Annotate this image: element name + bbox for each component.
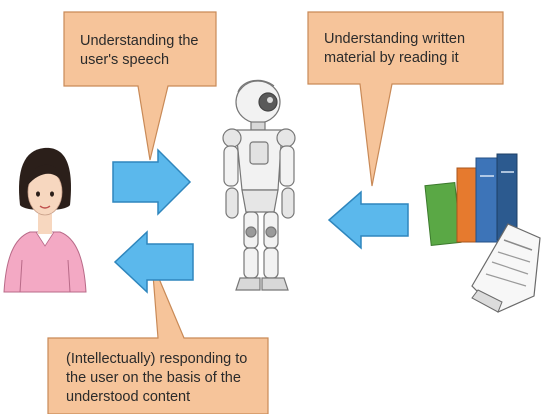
arrow-speech-to-robot [112, 148, 192, 216]
arrow-robot-to-user [113, 230, 194, 294]
reading-callout-line: material by reading it [324, 50, 459, 66]
callout-speech [63, 11, 217, 161]
humanoid-robot-icon [222, 79, 296, 291]
response-callout-line: understood content [66, 389, 191, 405]
callout-reading [307, 11, 504, 187]
speech-callout-line: Understanding the [80, 33, 199, 49]
speech-callout-text: Understanding the user's speech [80, 32, 199, 70]
woman-user-icon [3, 147, 87, 293]
arrow-reading-to-robot [327, 190, 409, 250]
newspaper-icon [471, 223, 541, 313]
response-callout-text: (Intellectually) responding to the user … [66, 350, 247, 407]
reading-callout-line: Understanding written [324, 31, 466, 47]
response-callout-line: the user on the basis of the [66, 370, 241, 386]
speech-callout-line: user's speech [80, 52, 170, 68]
response-callout-line: (Intellectually) responding to [66, 351, 248, 367]
reading-callout-text: Understanding written material by readin… [324, 30, 465, 68]
books-icon [424, 153, 518, 246]
